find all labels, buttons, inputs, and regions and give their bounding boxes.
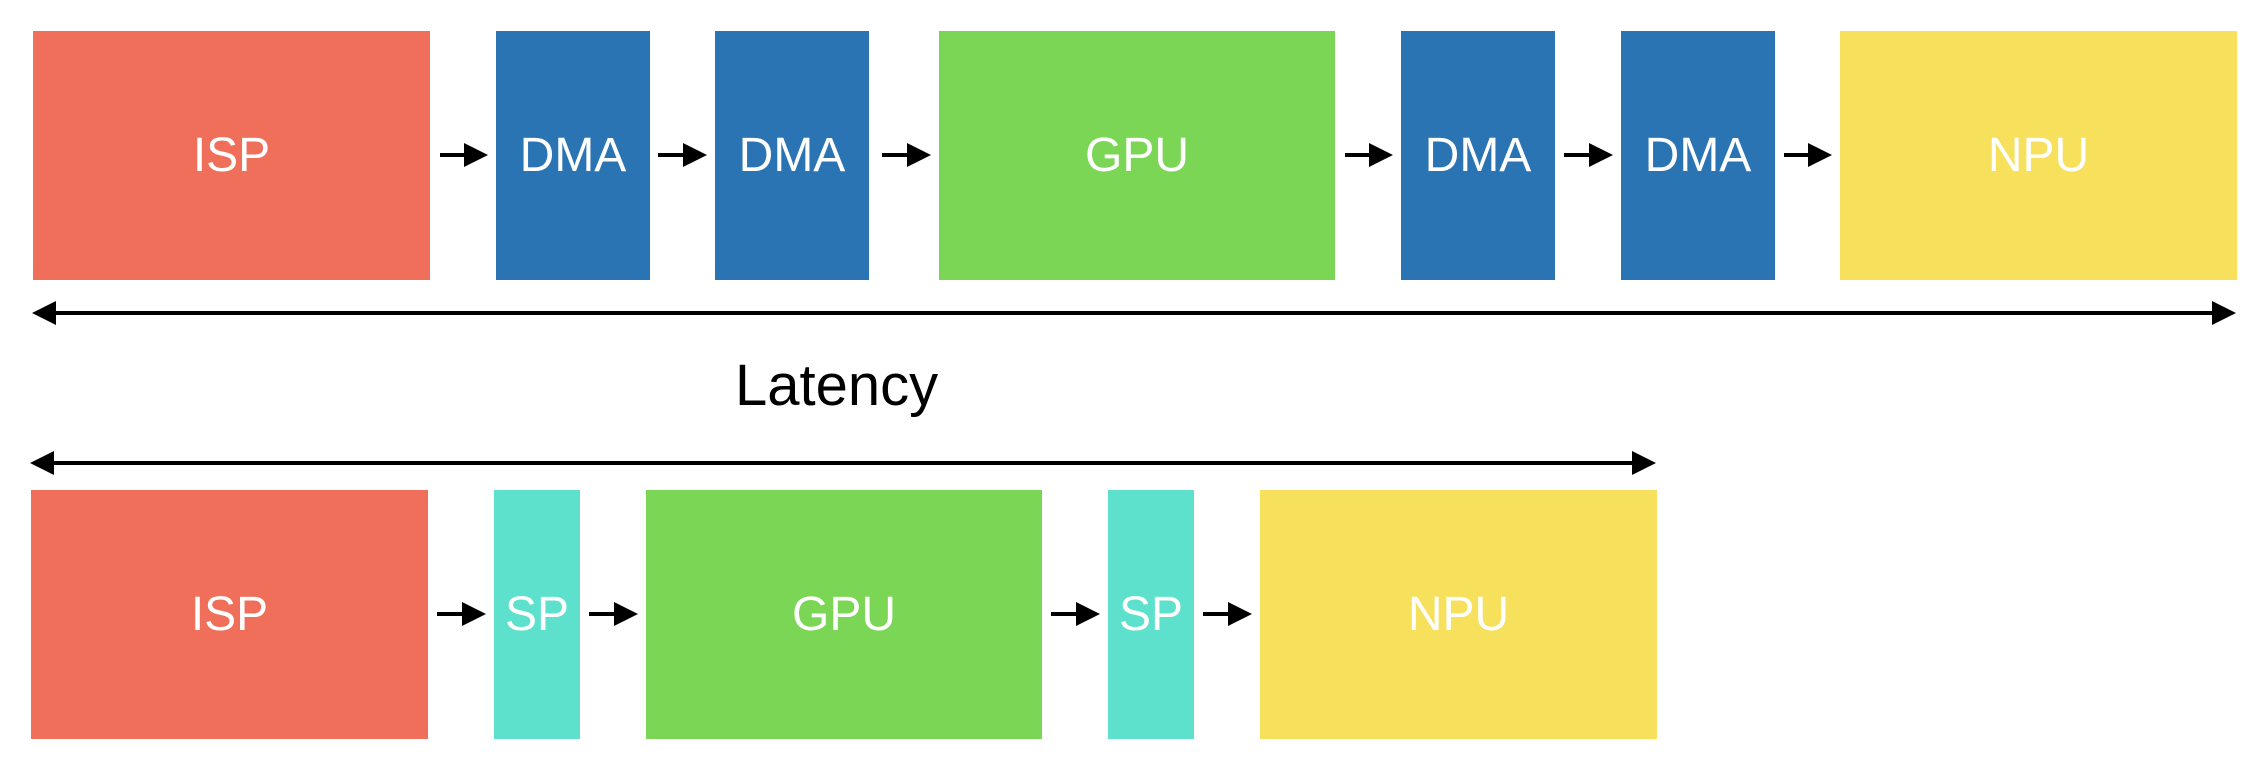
top-npu-block: NPU [1840, 31, 2237, 280]
block-label: DMA [1424, 129, 1532, 182]
block-label: DMA [1644, 129, 1752, 182]
top-isp-block: ISP [33, 31, 430, 280]
block-label: DMA [738, 129, 846, 182]
bottom-gpu-block: GPU [646, 490, 1042, 739]
bottom-sp-block-2: SP [1108, 490, 1194, 739]
block-label: GPU [1084, 129, 1189, 182]
top-dma-block-2: DMA [715, 31, 869, 280]
block-label: ISP [192, 129, 271, 182]
top-gpu-block: GPU [939, 31, 1335, 280]
latency-label: Latency [735, 353, 939, 418]
top-dma-block-1: DMA [496, 31, 650, 280]
block-label: NPU [1987, 129, 2090, 182]
bottom-sp-block-1: SP [494, 490, 580, 739]
top-dma-block-3: DMA [1401, 31, 1555, 280]
bottom-isp-block: ISP [31, 490, 428, 739]
block-label: SP [504, 588, 570, 641]
block-label: SP [1118, 588, 1184, 641]
bottom-npu-block: NPU [1260, 490, 1657, 739]
block-label: DMA [519, 129, 627, 182]
block-label: GPU [791, 588, 896, 641]
top-dma-block-4: DMA [1621, 31, 1775, 280]
block-label: ISP [190, 588, 269, 641]
block-label: NPU [1407, 588, 1510, 641]
